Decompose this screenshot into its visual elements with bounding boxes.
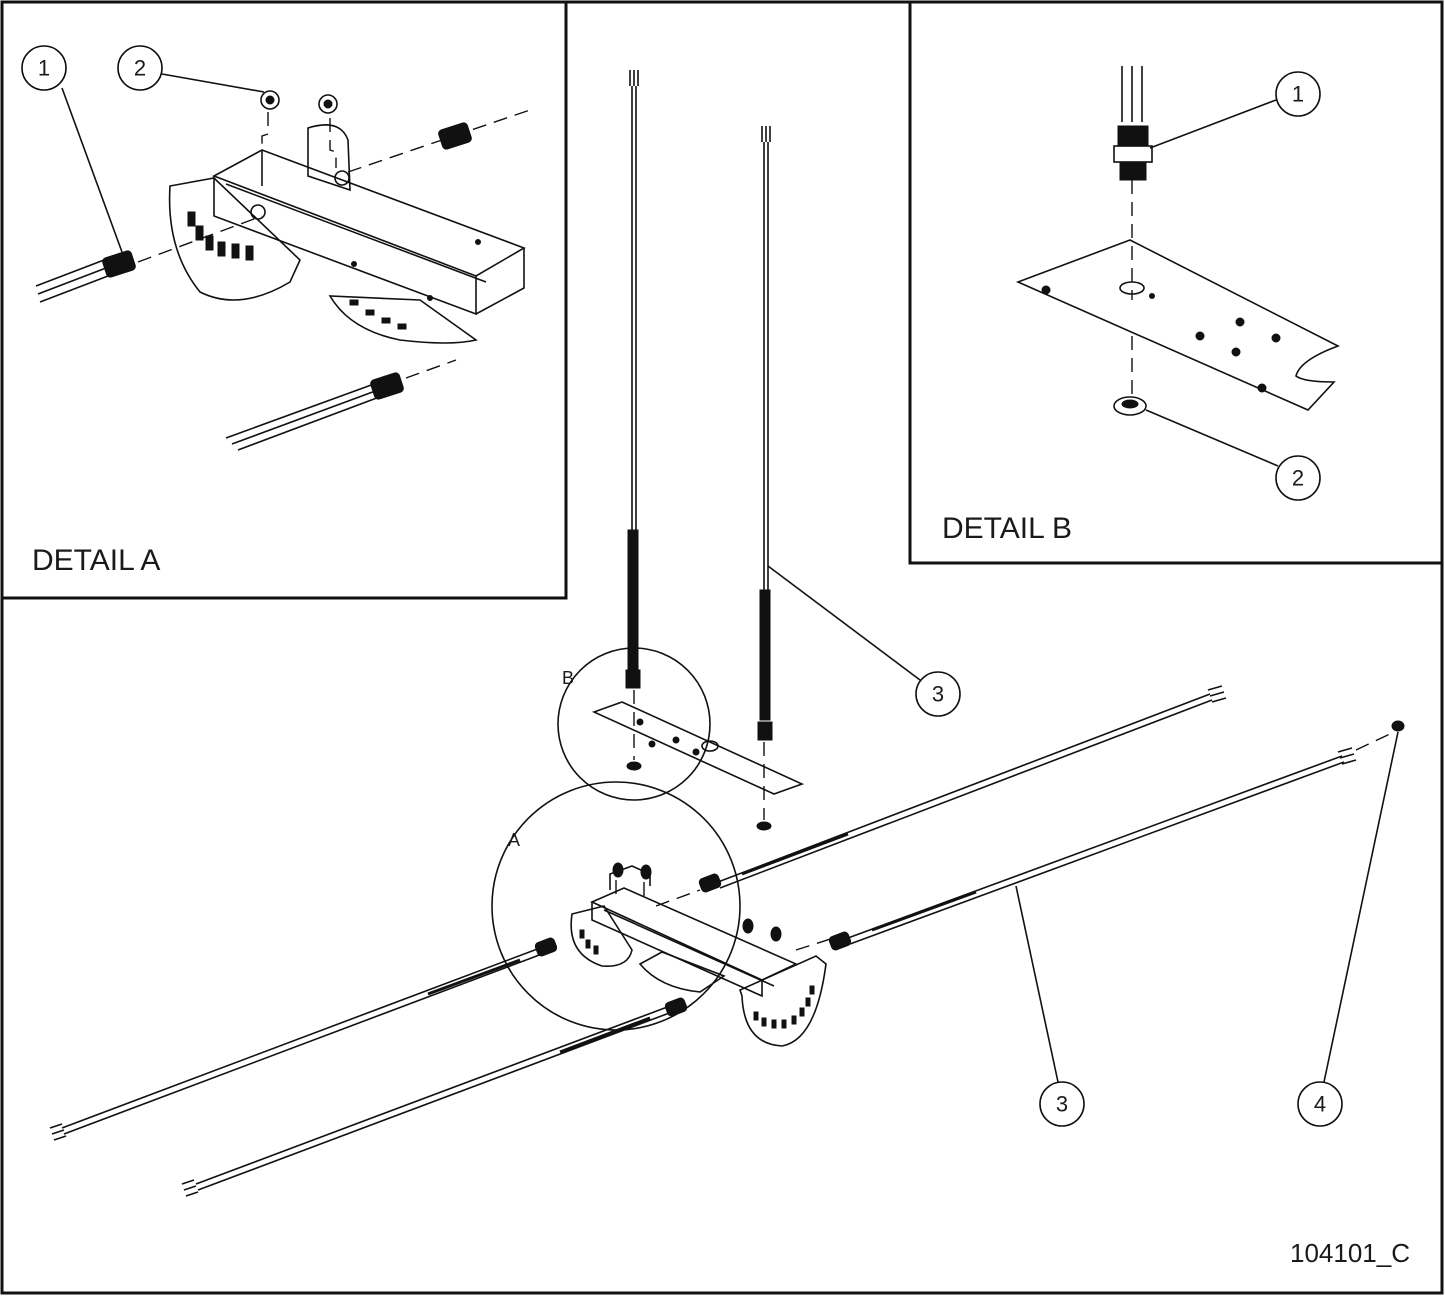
main-bracket-assembly bbox=[570, 862, 827, 1047]
svg-text:2: 2 bbox=[134, 56, 146, 81]
horizontal-probe-upper-right bbox=[698, 685, 1227, 893]
main-exploded-view: B A bbox=[49, 70, 1405, 1197]
detail-b-callout-circle bbox=[557, 647, 711, 801]
detail-a-slots bbox=[187, 211, 407, 330]
svg-text:3: 3 bbox=[932, 682, 944, 707]
detail-a-callout-circle bbox=[491, 781, 741, 1031]
detail-b-wires bbox=[1121, 66, 1143, 122]
detail-a-channel-beam bbox=[212, 149, 526, 277]
main-mounting-plate bbox=[591, 701, 805, 795]
detail-a-end-plate bbox=[307, 124, 351, 192]
main-balloon-3-horizontal: 3 bbox=[1015, 885, 1085, 1127]
detail-b-ref-letter: B bbox=[562, 668, 574, 688]
vertical-probe-left bbox=[625, 70, 641, 689]
svg-text:2: 2 bbox=[1292, 466, 1304, 491]
main-balloon-4: 4 bbox=[1297, 731, 1399, 1127]
detail-a-ref-letter: A bbox=[508, 830, 520, 850]
detail-a-balloon-2: 2 bbox=[117, 45, 265, 93]
detail-b-title: DETAIL B bbox=[942, 512, 1072, 545]
detail-a-strain-relief-bottom bbox=[370, 372, 404, 400]
detail-a-cable-leads bbox=[35, 259, 383, 451]
detail-b-balloon-2: 2 bbox=[1145, 409, 1321, 501]
detail-b-mounting-plate bbox=[1015, 239, 1340, 411]
horizontal-probe-upper-left bbox=[49, 937, 558, 1141]
svg-text:1: 1 bbox=[1292, 82, 1304, 107]
svg-text:1: 1 bbox=[38, 56, 50, 81]
detail-b-strain-relief bbox=[1113, 125, 1153, 181]
main-plate-holes bbox=[636, 718, 719, 756]
svg-text:4: 4 bbox=[1314, 1092, 1326, 1117]
detail-a-lower-plate bbox=[328, 295, 478, 344]
detail-a-balloon-1: 1 bbox=[21, 45, 123, 253]
part-4-lock-nut bbox=[1391, 720, 1405, 732]
detail-b-balloon-1: 1 bbox=[1149, 71, 1321, 149]
horizontal-probe-lower-left bbox=[181, 997, 688, 1197]
main-bracket-slots bbox=[579, 929, 815, 1029]
detail-a-strain-relief-left bbox=[102, 250, 136, 278]
detail-a-lock-nuts bbox=[260, 90, 338, 114]
detail-a-panel: 1 2 DETAIL A bbox=[2, 2, 568, 600]
detail-b-plate-holes bbox=[1041, 285, 1281, 393]
horizontal-probe-lower-right bbox=[828, 747, 1357, 951]
svg-text:3: 3 bbox=[1056, 1092, 1068, 1117]
detail-a-side-plate bbox=[168, 177, 301, 301]
detail-b-lock-nut bbox=[1113, 396, 1147, 416]
detail-a-title: DETAIL A bbox=[32, 544, 160, 577]
vertical-probe-right bbox=[757, 126, 773, 741]
main-balloon-3-vertical: 3 bbox=[767, 565, 961, 717]
drawing-number: 104101_C bbox=[1290, 1238, 1410, 1268]
detail-a-strain-relief-top bbox=[438, 122, 472, 150]
detail-b-panel: 1 2 DETAIL B bbox=[908, 2, 1442, 565]
